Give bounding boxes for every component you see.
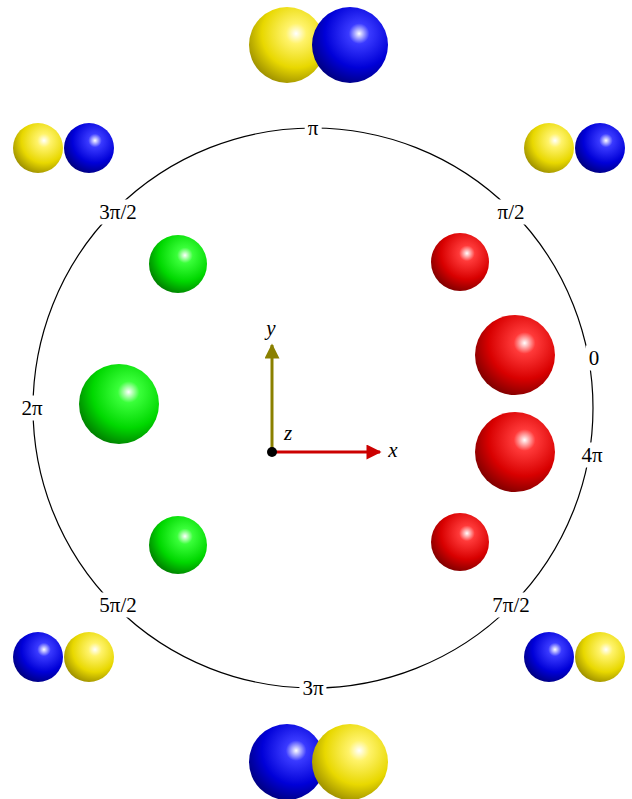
axis-label: y [265, 317, 276, 340]
phase-label: π [305, 116, 322, 141]
phase-label: 3π/2 [96, 200, 139, 225]
phase-label: 7π/2 [489, 593, 532, 618]
axis-label: z [283, 422, 293, 445]
phase-label: 5π/2 [96, 593, 139, 618]
phase-label: 4π [578, 443, 605, 468]
phase-circle [33, 128, 593, 688]
axis-label: x [387, 439, 398, 462]
spheres [13, 7, 625, 799]
phase-label: 0 [586, 346, 603, 371]
axes [267, 345, 380, 457]
phase-label: π/2 [495, 200, 528, 225]
phase-label: 2π [18, 396, 45, 421]
phase-label: 3π [299, 676, 326, 701]
